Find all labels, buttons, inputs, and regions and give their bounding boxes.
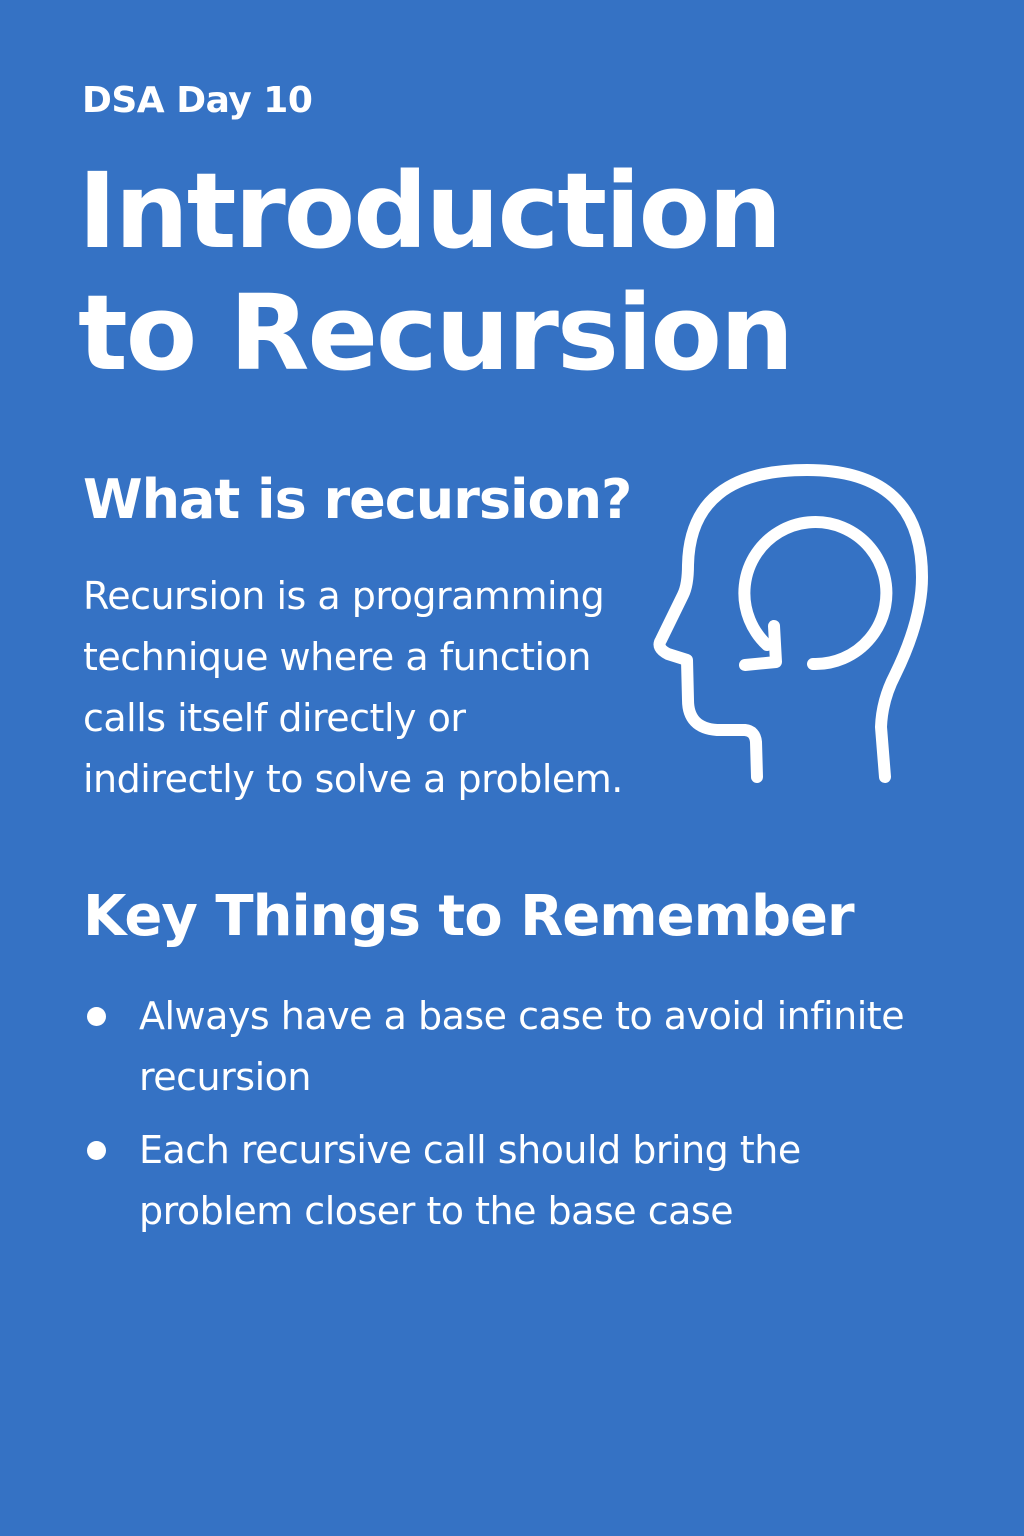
key-points-list: Always have a base case to avoid infinit… [83, 986, 963, 1254]
list-item-text: Always have a base case to avoid infinit… [139, 994, 905, 1038]
definition-heading: What is recursion? [83, 468, 632, 531]
definition-line: indirectly to solve a problem. [83, 757, 623, 801]
definition-line: calls itself directly or [83, 696, 466, 740]
key-points-heading: Key Things to Remember [83, 884, 855, 949]
definition-text: Recursion is a programming technique whe… [83, 566, 623, 810]
recursion-arrow [738, 516, 893, 671]
bullet-icon [87, 1141, 106, 1160]
list-item-text: recursion [139, 1055, 311, 1099]
title-line-1: Introduction [78, 150, 782, 272]
page-title: Introduction to Recursion [78, 150, 794, 394]
day-label: DSA Day 10 [82, 80, 313, 121]
definition-line: technique where a function [83, 635, 591, 679]
bullet-icon [87, 1007, 106, 1026]
definition-line: Recursion is a programming [83, 574, 605, 618]
title-line-2: to Recursion [78, 272, 794, 394]
list-item-text: problem closer to the base case [139, 1189, 734, 1233]
list-item: Always have a base case to avoid infinit… [83, 986, 963, 1108]
arrowhead [739, 620, 782, 671]
head-outline [653, 464, 928, 783]
list-item-text: Each recursive call should bring the [139, 1128, 801, 1172]
list-item: Each recursive call should bring the prob… [83, 1120, 963, 1242]
